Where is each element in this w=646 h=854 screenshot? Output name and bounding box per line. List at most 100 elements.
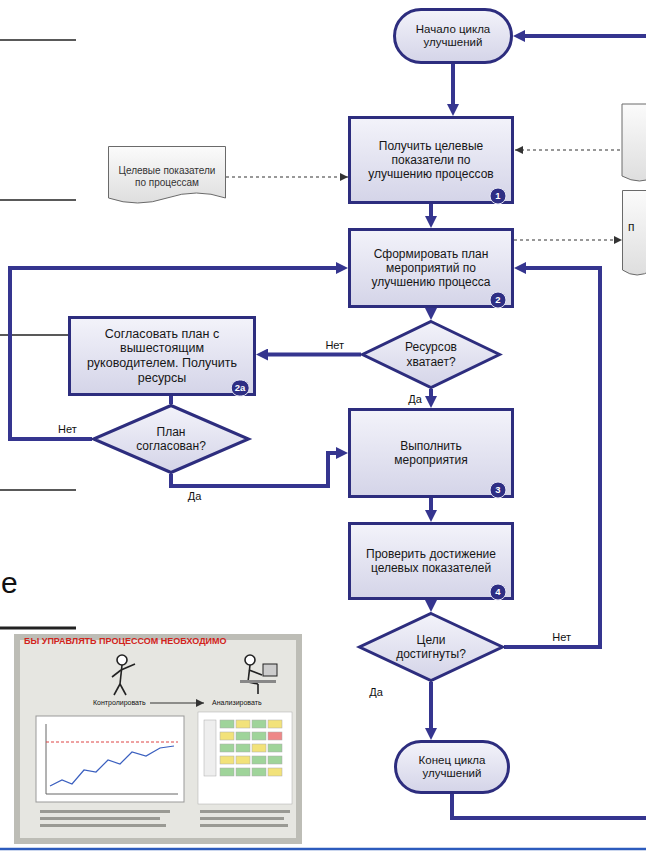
stick-figure-part <box>245 655 255 665</box>
flow-arrow <box>429 308 433 314</box>
decision-diamond: Ресурсов хватает? <box>361 320 501 389</box>
terminal-pill: Конец цикла улучшений <box>394 740 510 794</box>
slide-rule-lines-part <box>0 39 76 41</box>
node-text: Выполнить мероприятия <box>366 439 496 467</box>
edge-label: Нет <box>323 338 346 350</box>
stick-figure-part <box>257 684 259 694</box>
document-shape: Целевые показатели по процессам <box>108 146 226 208</box>
edge-label: Нет <box>550 631 573 643</box>
stick-figure-part <box>240 680 276 683</box>
dashed-arrow <box>514 239 622 240</box>
terminal-pill-outline-part <box>395 10 512 63</box>
flow-arrow <box>429 498 433 516</box>
control-chart-part <box>46 742 178 743</box>
node-text: План согласован? <box>128 425 215 453</box>
flow-arrow <box>429 204 433 222</box>
stick-figure-part <box>117 655 127 665</box>
node-text-block: Получить целевые показатели по улучшению… <box>366 139 496 181</box>
connectors <box>10 36 646 818</box>
photo-small-print-part <box>40 810 170 813</box>
flow-arrow <box>504 268 600 647</box>
decision-diamond-outline-part <box>363 322 500 388</box>
dashed-arrow <box>515 149 620 150</box>
document-shape-outline <box>622 190 646 280</box>
slide-rule-lines-part <box>0 627 76 630</box>
node-text: Ресурсов хватает? <box>393 340 470 368</box>
analysis-table-part <box>252 756 266 764</box>
document-shape: п <box>622 190 646 280</box>
photo-small-print-part <box>40 817 160 820</box>
analysis-table-part <box>236 732 250 740</box>
process-box-outline-part <box>350 230 513 307</box>
analysis-table-part <box>268 720 282 728</box>
analysis-table-part <box>236 756 250 764</box>
node-text: Целевые показатели по процессам <box>115 165 219 188</box>
analysis-table-part <box>252 768 266 776</box>
photo-small-print-part <box>40 824 166 827</box>
node-text: Согласовать план с вышестоящим руководит… <box>86 327 238 386</box>
slide-rule-lines-part <box>0 489 76 491</box>
process-box: Выполнить мероприятия <box>348 408 514 498</box>
stick-figure-part <box>263 664 277 676</box>
edge-label: Нет <box>56 423 79 435</box>
process-box-outline-part <box>350 410 513 497</box>
analysis-table-part <box>236 720 250 728</box>
stick-figure-part <box>114 684 120 695</box>
analysis-table-part <box>268 732 282 740</box>
node-text-block: План согласован? <box>128 425 215 453</box>
process-box-outline-part <box>70 318 255 395</box>
slide-letter: е <box>1 566 18 599</box>
control-chart-part <box>36 716 184 802</box>
stick-figure-part <box>248 665 250 682</box>
callout-number: 3 <box>490 482 507 499</box>
photo-caption: Контролировать <box>93 699 146 707</box>
edge-label: Да <box>406 392 424 404</box>
callout-number: 4 <box>490 584 507 601</box>
node-text: Проверить достижение целевых показателей <box>366 547 496 575</box>
node-text: Получить целевые показатели по улучшению… <box>366 139 496 181</box>
analysis-table-part <box>198 712 292 804</box>
stick-figure-part <box>120 684 126 695</box>
node-text-block: Ресурсов хватает? <box>393 340 470 368</box>
process-box-outline-part <box>350 118 513 203</box>
flow-arrow <box>169 396 173 404</box>
node-text: п <box>628 220 635 234</box>
edge-label: Да <box>367 686 385 698</box>
photo-small-print-part <box>200 817 284 820</box>
stick-figure-part <box>121 664 135 670</box>
callout-number: 2а <box>231 380 250 397</box>
node-text-block: Согласовать план с вышестоящим руководит… <box>86 327 238 386</box>
photo-heading: БЫ УПРАВЛЯТЬ ПРОЦЕССОМ НЕОБХОДИМО <box>24 637 227 647</box>
terminal-pill-outline-part <box>396 742 509 793</box>
analysis-table-part <box>252 732 266 740</box>
flow-arrow <box>451 64 455 110</box>
analysis-table-part <box>268 768 282 776</box>
node-text-block: Целевые показатели по процессам <box>115 165 219 188</box>
analysis-table-part <box>268 756 282 764</box>
decision-diamond: План согласован? <box>92 404 250 474</box>
photo-illustration <box>14 634 302 844</box>
node-text: Конец цикла улучшений <box>406 754 498 781</box>
callout-number: 2 <box>490 292 507 309</box>
analysis-table-part <box>268 744 282 752</box>
callout-number: 1 <box>490 188 507 205</box>
analysis-table-part <box>252 744 266 752</box>
node-text-block: Проверить достижение целевых показателей <box>366 547 496 575</box>
node-text: Сформировать план мероприятий по улучшен… <box>366 247 496 289</box>
analysis-table-part <box>220 768 234 776</box>
photo-illustration-part <box>14 634 302 844</box>
node-text-block: Начало цикла улучшений <box>405 23 501 50</box>
document-shape-outline-part <box>109 147 226 204</box>
analysis-table <box>198 712 292 804</box>
control-chart <box>36 716 184 802</box>
stick-figure <box>240 655 277 694</box>
stick-figure <box>112 655 135 695</box>
photo-illustration-part <box>20 640 296 838</box>
stick-figure-part <box>112 670 121 677</box>
flow-arrow <box>429 389 433 402</box>
stick-figure-part <box>249 670 262 675</box>
